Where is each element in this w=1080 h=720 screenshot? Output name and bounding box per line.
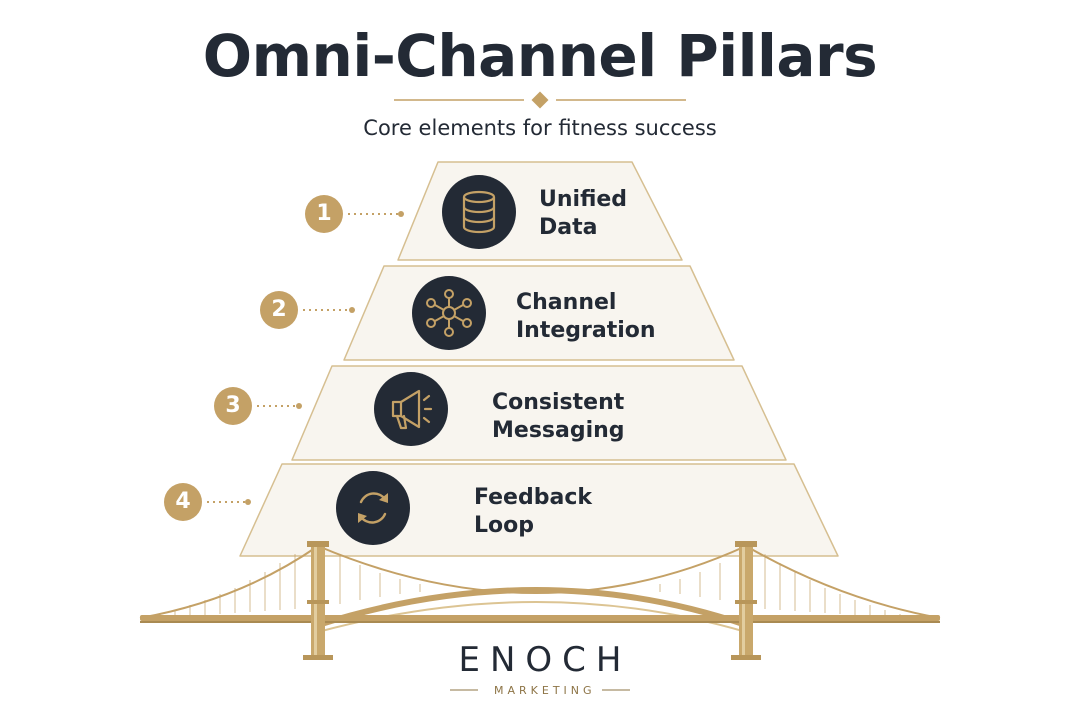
- pillar-3-number: 3: [225, 393, 241, 418]
- badge-2: [260, 291, 355, 329]
- badge-1: [305, 195, 404, 233]
- pillar-4-label: Feedback Loop: [474, 484, 592, 540]
- pillar-1-number: 1: [316, 201, 332, 226]
- page-title: Omni-Channel Pillars: [202, 22, 878, 90]
- refresh-cycle-icon: [336, 471, 410, 545]
- pillar-3-line-2: Messaging: [492, 418, 625, 443]
- pillar-3-label: Consistent Messaging: [492, 389, 625, 445]
- pillar-2-line-1: Channel: [516, 290, 617, 315]
- brand-logo-text: ENOCH: [458, 640, 632, 680]
- page-subtitle: Core elements for fitness success: [363, 116, 717, 140]
- bridge-tower-right: [731, 541, 761, 660]
- megaphone-icon: [374, 372, 448, 446]
- pillar-1-line-2: Data: [539, 215, 598, 240]
- pillar-2-number: 2: [271, 297, 287, 322]
- bridge-deck: [140, 615, 940, 621]
- bridge-tower-left: [303, 541, 333, 660]
- bridge-arch: [315, 587, 749, 628]
- pillar-1-label: Unified Data: [539, 186, 627, 242]
- pillar-4-line-1: Feedback: [474, 485, 592, 510]
- bridge-illustration: [139, 541, 941, 660]
- pillar-1-line-1: Unified: [539, 187, 628, 212]
- pillar-3-line-1: Consistent: [492, 390, 625, 415]
- pillar-4-number: 4: [175, 489, 191, 514]
- pillar-4-line-2: Loop: [474, 513, 534, 538]
- pillar-2-line-2: Integration: [516, 318, 656, 343]
- bridge-cables: [139, 545, 941, 619]
- network-hub-icon: [412, 276, 486, 350]
- pillar-2-label: Channel Integration: [516, 289, 656, 345]
- badge-4: [164, 483, 251, 521]
- diamond-icon: [531, 91, 549, 109]
- brand-tagline: MARKETING: [494, 684, 596, 697]
- database-icon: [442, 175, 516, 249]
- badge-3: [214, 387, 302, 425]
- bridge-hangers: [159, 554, 901, 618]
- title-divider: [394, 91, 686, 109]
